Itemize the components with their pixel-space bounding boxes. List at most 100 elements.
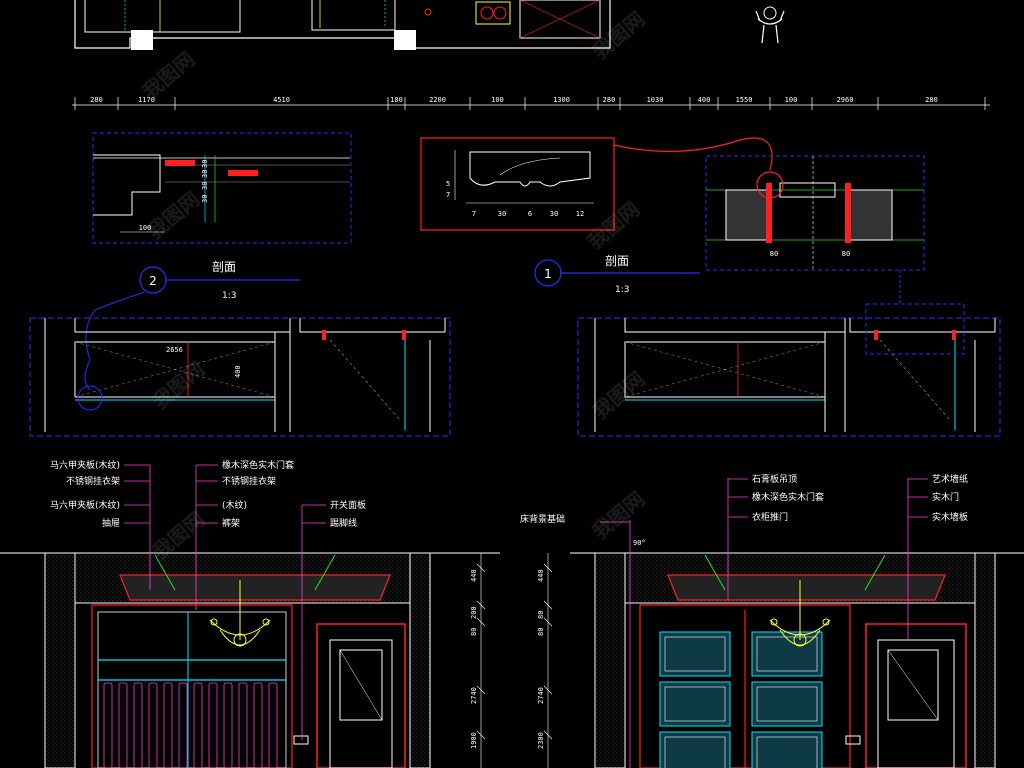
annotation-label: 开关面板: [330, 499, 366, 511]
door-detail-dim: 80: [842, 250, 850, 258]
dim-tick: [543, 617, 553, 627]
dim-strip-value: 1030: [647, 96, 664, 104]
annotation-label: 不锈钢挂衣架: [66, 475, 120, 487]
section2-dim: 30: [201, 195, 209, 203]
door-frame-left: [316, 623, 406, 768]
annotation-label: 裤架: [222, 517, 240, 529]
wardrobe-panel-inner: [756, 686, 818, 722]
elevation-dim: 1900: [470, 732, 478, 749]
wardrobe-panel: [659, 631, 731, 677]
annotations-left: 马六甲夹板(木纹)不锈钢挂衣架马六甲夹板(木纹)抽屉橡木深色实木门套不锈钢挂衣架…: [50, 459, 366, 740]
dim-tick: [476, 685, 486, 695]
wardrobe-panel-inner: [664, 736, 726, 768]
dim-strip-value: 100: [785, 96, 798, 104]
profile-dim: 30: [498, 210, 506, 218]
dim-tick: [476, 563, 486, 573]
hanging-garment: [193, 682, 203, 768]
wardrobe-panel: [751, 681, 823, 727]
dim-tick: [476, 600, 486, 610]
door-detail: 80 80: [705, 155, 925, 271]
dim-strip-value: 2960: [837, 96, 854, 104]
door-detail-dim: 80: [770, 250, 778, 258]
wardrobe-panel: [659, 681, 731, 727]
angle-label: 90°: [633, 539, 646, 547]
section-marker-1: 1 剖面 1:3: [534, 254, 700, 295]
annotation-label: 橡木深色实木门套: [752, 491, 824, 503]
plan-view-right: [577, 303, 1001, 437]
elevation-dim: 440: [537, 569, 545, 582]
section-marker-2: 2 剖面 1:3: [139, 260, 300, 301]
dim-strip-value: 100: [491, 96, 504, 104]
hanging-garment: [223, 682, 233, 768]
column-block-2: [394, 30, 416, 50]
dim-tick: [543, 600, 553, 610]
profile-dim: 12: [576, 210, 584, 218]
wardrobe-panel: [751, 731, 823, 768]
elevation-dim: 80: [537, 628, 545, 636]
section2-dim: 100: [139, 224, 152, 232]
hanging-garment: [163, 682, 173, 768]
right-elevation: 440 80 80 2740 2300: [537, 552, 1024, 768]
section2-dim: 30: [201, 182, 209, 190]
dim-strip-value: 2200: [429, 96, 446, 104]
elevation-dim: 2740: [470, 687, 478, 704]
dim-tick: [476, 617, 486, 627]
dim-strip-value: 280: [925, 96, 938, 104]
door-frame-right: [865, 623, 967, 768]
elevation-dim: 200: [470, 606, 478, 619]
elevation-dim: 2300: [537, 732, 545, 749]
dim-strip-value: 1300: [553, 96, 570, 104]
plan-left-dim-2: 400: [234, 365, 242, 378]
profile-dim: 6: [528, 210, 532, 218]
dim-strip-value: 100: [390, 96, 403, 104]
section2-dim: 30: [201, 170, 209, 178]
hanging-garment: [238, 682, 248, 768]
dim-strip-value: 1170: [138, 96, 155, 104]
elevation-dim: 80: [470, 628, 478, 636]
hanging-garment: [253, 682, 263, 768]
hanging-garment: [268, 682, 278, 768]
annotation-label: 不锈钢挂衣架: [222, 475, 276, 487]
hanging-garment: [208, 682, 218, 768]
plan-view-left: 2656 400: [29, 317, 451, 437]
annotation-label: 衣柜推门: [752, 511, 788, 523]
dim-tick: [476, 730, 486, 740]
annotation-label: 马六甲夹板(木纹): [50, 499, 120, 511]
chandelier-icon: [209, 580, 271, 647]
wardrobe-panel: [659, 731, 731, 768]
dim-strip-value: 400: [698, 96, 711, 104]
figure-icon: [755, 6, 785, 44]
hanging-garment: [178, 682, 188, 768]
dim-strip-value: 280: [90, 96, 103, 104]
chandelier-icon: [769, 580, 831, 647]
annotation-label: (木纹): [222, 499, 247, 511]
elevation-dim: 80: [537, 611, 545, 619]
elevation-dim: 440: [470, 569, 478, 582]
profile-dim-side: 5: [446, 180, 450, 188]
marker-1-scale: 1:3: [615, 285, 629, 295]
marker-2-scale: 1:3: [222, 291, 236, 301]
annotation-label: 实木墙板: [932, 511, 968, 523]
hanging-garment: [133, 682, 143, 768]
annotation-label: 石膏板吊顶: [752, 473, 797, 485]
left-elevation: 440 200 80 2740 1900: [0, 552, 500, 768]
dim-tick: [543, 685, 553, 695]
profile-dim: 30: [550, 210, 558, 218]
annotation-label: 抽屉: [102, 517, 120, 529]
annotation-label: 床背景基础: [520, 513, 565, 525]
elevation-dim: 2740: [537, 687, 545, 704]
dim-strip-value: 1550: [736, 96, 753, 104]
profile-dim: 7: [472, 210, 476, 218]
marker-1-title: 剖面: [605, 254, 629, 268]
hanging-garment: [103, 682, 113, 768]
annotation-label: 踢脚线: [330, 517, 357, 529]
wardrobe-panel-inner: [756, 636, 818, 672]
wardrobe-panel-inner: [664, 686, 726, 722]
dim-tick: [543, 730, 553, 740]
